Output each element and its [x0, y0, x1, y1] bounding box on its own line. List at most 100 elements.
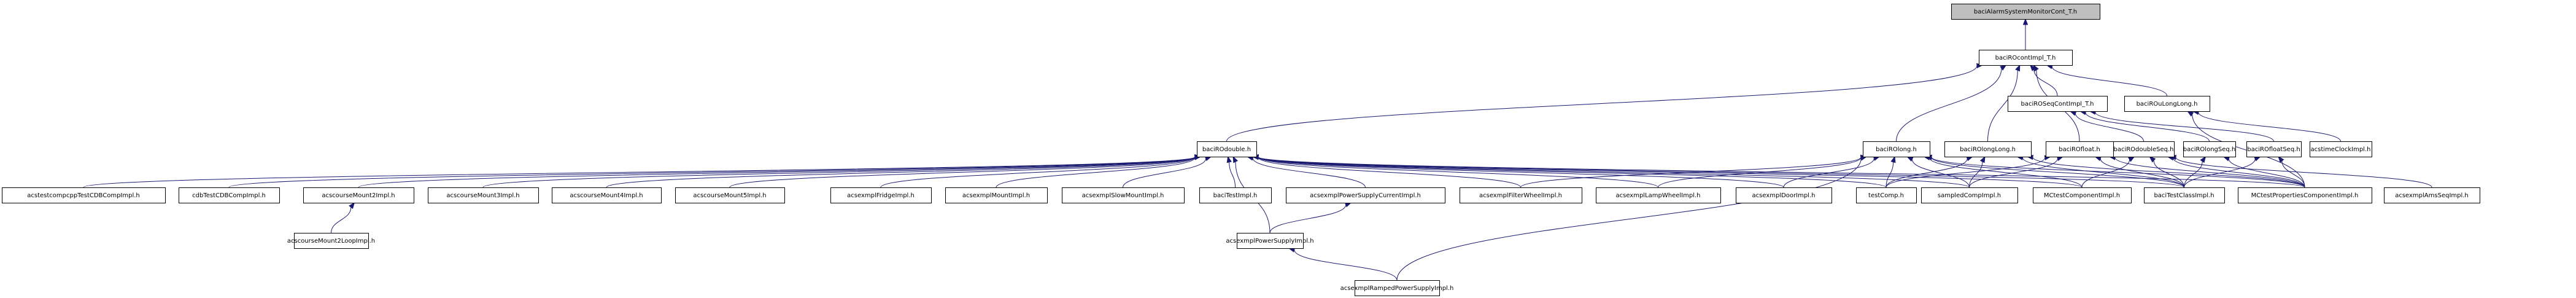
graph-node[interactable]: baciROcontImpl_T.h: [1979, 50, 2073, 66]
graph-node[interactable]: baciROlong.h: [1863, 141, 1930, 157]
graph-node[interactable]: acsexmplRampedPowerSupplyImpl.h: [1340, 280, 1454, 296]
dependency-edge: [2051, 66, 2167, 96]
node-label: baciROcontImpl_T.h: [1995, 55, 2056, 61]
graph-node[interactable]: sampledCompImpl.h: [1921, 187, 2018, 203]
arrowhead-icon: [2015, 64, 2021, 72]
graph-node[interactable]: baciROlongSeq.h: [2183, 141, 2236, 157]
graph-node[interactable]: baciROdouble.h: [1197, 141, 1257, 157]
graph-node[interactable]: acstimeClockImpl.h: [2310, 141, 2372, 157]
dependency-edge: [2081, 159, 2130, 188]
node-box: [945, 187, 1048, 203]
node-box: [2, 187, 166, 203]
graph-node[interactable]: baciROfloat.h: [2046, 141, 2114, 157]
dependency-edge: [2075, 113, 2144, 142]
dependency-edge: [1258, 156, 2184, 188]
node-box: [1863, 141, 1930, 157]
dependency-edge: [606, 157, 1196, 188]
node-box: [1199, 187, 1272, 203]
node-label: acsexmplRampedPowerSupplyImpl.h: [1340, 285, 1454, 292]
graph-node[interactable]: acsexmplPowerSupplyImpl.h: [1226, 233, 1314, 249]
dependency-edge: [1258, 157, 1658, 188]
dependency-edge: [1783, 158, 1874, 188]
dependency-edge: [1269, 205, 1347, 233]
dependency-edge: [2095, 112, 2274, 142]
graph-node[interactable]: acscourseMount4Impl.h: [552, 187, 662, 203]
graph-node[interactable]: baciTestClassImpl.h: [2144, 187, 2225, 203]
graph-node[interactable]: cdbTestCDBCompImpl.h: [179, 187, 280, 203]
node-label: acscourseMount3Impl.h: [446, 192, 519, 199]
node-box: [2310, 141, 2372, 157]
dependency-edge: [2085, 112, 2210, 142]
dependency-edge: [1520, 157, 1862, 188]
graph-node[interactable]: acscourseMount3Impl.h: [428, 187, 539, 203]
graph-node[interactable]: acscourseMount2Impl.h: [303, 187, 414, 203]
node-box: [428, 187, 539, 203]
node-label: baciTestImpl.h: [1213, 192, 1258, 199]
arrowhead-icon: [1979, 155, 1986, 163]
dependency-edge: [1911, 159, 1970, 188]
node-box: [1944, 141, 2032, 157]
node-box: [1979, 50, 2073, 66]
node-box: [1062, 187, 1185, 203]
dependency-edge: [996, 157, 1196, 188]
graph-node[interactable]: MCtestPropertiesComponentImpl.h: [2238, 187, 2372, 203]
graph-node[interactable]: baciROuLongLong.h: [2124, 96, 2210, 112]
node-box: [1596, 187, 1721, 203]
node-box: [1286, 187, 1445, 203]
node-box: [2238, 187, 2372, 203]
graph-node[interactable]: acsexmplSlowMountImpl.h: [1062, 187, 1185, 203]
graph-node[interactable]: testComp.h: [1856, 187, 1917, 203]
graph-node[interactable]: baciTestImpl.h: [1199, 187, 1272, 203]
node-label: baciROdouble.h: [1202, 146, 1251, 153]
dependency-edge: [1886, 157, 2046, 188]
node-box: [1460, 187, 1582, 203]
node-label: sampledCompImpl.h: [1938, 192, 2001, 199]
dependency-edge: [2032, 157, 2305, 188]
arrowhead-icon: [349, 202, 355, 210]
arrowhead-icon: [2278, 155, 2284, 163]
graph-node[interactable]: acscourseMount5Impl.h: [675, 187, 785, 203]
dependency-edge: [228, 156, 1196, 188]
node-box: [1237, 233, 1304, 249]
graph-node[interactable]: baciROfloatSeq.h: [2246, 141, 2302, 157]
node-box: [294, 233, 369, 249]
graph-node[interactable]: acsexmplFilterWheelImpl.h: [1460, 187, 1582, 203]
node-label: baciROdoubleSeq.h: [2113, 146, 2173, 153]
graph-node[interactable]: baciROSeqContImpl_T.h: [2008, 96, 2108, 112]
node-label: acscourseMount2LoopImpl.h: [287, 238, 375, 245]
graph-node[interactable]: acsexmplFridgeImpl.h: [830, 187, 932, 203]
graph-node[interactable]: acsexmplDoorImpl.h: [1736, 187, 1832, 203]
node-label: acsexmplLampWheelImpl.h: [1615, 192, 1700, 199]
node-box: [2008, 96, 2108, 112]
nodes-layer: baciAlarmSystemMonitorCont_T.h baciROcont…: [2, 4, 2480, 296]
node-box: [2246, 141, 2302, 157]
graph-node[interactable]: acsexmplMountImpl.h: [945, 187, 1048, 203]
dependency-edge: [83, 156, 1196, 188]
dependency-edge: [1969, 162, 1983, 188]
dependency-edge: [331, 207, 352, 233]
graph-node[interactable]: baciAlarmSystemMonitorCont_T.h: [1951, 4, 2100, 20]
graph-node[interactable]: acsexmplPowerSupplyCurrentImpl.h: [1286, 187, 1445, 203]
node-label: acsexmplSlowMountImpl.h: [1082, 192, 1164, 199]
node-box: [1856, 187, 1917, 203]
dependency-edge: [2175, 157, 2432, 188]
dependency-edge: [2153, 160, 2184, 188]
node-box: [1921, 187, 2018, 203]
graph-node[interactable]: baciROlongLong.h: [1944, 141, 2032, 157]
node-label: acsexmplAmsSeqImpl.h: [2395, 192, 2469, 199]
node-label: acscourseMount5Impl.h: [693, 192, 766, 199]
dependency-edge: [1969, 158, 2059, 188]
dependency-edge: [1258, 157, 1784, 188]
graph-node[interactable]: acstestcompcppTestCDBCompImpl.h: [2, 187, 166, 203]
node-label: acsexmplPowerSupplyCurrentImpl.h: [1310, 192, 1421, 199]
graph-node[interactable]: acsexmplAmsSeqImpl.h: [2384, 187, 2480, 203]
graph-node[interactable]: baciROdoubleSeq.h: [2113, 141, 2175, 157]
node-label: acscourseMount4Impl.h: [570, 192, 643, 199]
node-box: [675, 187, 785, 203]
graph-node[interactable]: MCtestComponentImpl.h: [2033, 187, 2132, 203]
node-box: [552, 187, 662, 203]
dependency-edge: [358, 156, 1196, 188]
graph-node[interactable]: acsexmplLampWheelImpl.h: [1596, 187, 1721, 203]
graph-node[interactable]: acscourseMount2LoopImpl.h: [287, 233, 375, 249]
